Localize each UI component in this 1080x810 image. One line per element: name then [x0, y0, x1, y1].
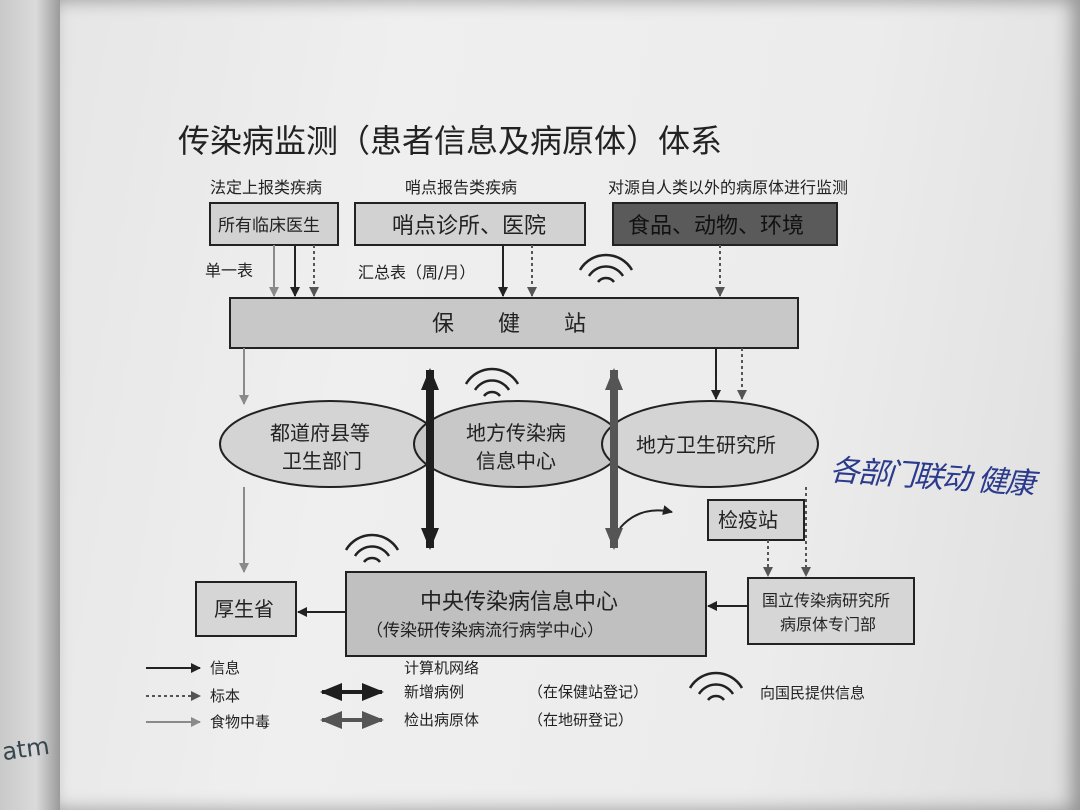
non-human-box: [612, 202, 838, 246]
local-info-line1: 地方传染病: [466, 421, 566, 445]
quarantine-box: [707, 499, 805, 541]
mhlw-label: 厚生省: [214, 597, 274, 621]
public-info-icon: [578, 253, 634, 283]
health-center-label: 保 健 站: [432, 312, 586, 337]
legend-pathogen-note: （在地研登记）: [528, 711, 633, 729]
quarantine-label: 检疫站: [718, 508, 778, 532]
local-info-line2: 信息中心: [476, 449, 556, 473]
legend-public: 向国民提供信息: [760, 684, 865, 702]
niid-box: [747, 577, 915, 645]
legend-new-cases: 新增病例: [404, 683, 464, 701]
legend-info: 信息: [210, 659, 240, 677]
diagram-title: 传染病监测（患者信息及病原体）体系: [178, 122, 722, 160]
public-info-icon: [344, 533, 400, 563]
niid-line2: 病原体专门部: [780, 615, 876, 634]
legend: 信息 标本 食物中毒 计算机网络 新增病例 （在保健站登记） 检出病原体 （在地…: [146, 659, 865, 731]
notifiable-heading: 法定上报类疾病: [210, 178, 322, 197]
legend-broadcast-icon: [688, 671, 744, 701]
previous-page-edge: atm: [0, 0, 60, 810]
legend-food-poisoning: 食物中毒: [210, 713, 270, 731]
public-info-icon: [464, 367, 520, 397]
sentinel-heading: 哨点报告类疾病: [405, 178, 517, 197]
central-center-subtitle: （传染研传染病流行病学中心）: [366, 621, 604, 641]
local-institute-oval: [601, 400, 819, 488]
prefecture-line1: 都道府县等: [270, 421, 370, 445]
legend-network: 计算机网络: [404, 659, 479, 677]
single-form-label: 单一表: [205, 261, 253, 280]
sentinel-label: 哨点诊所、医院: [392, 214, 546, 239]
summary-form-label: 汇总表（周/月）: [358, 263, 475, 282]
non-human-label: 食品、动物、环境: [628, 214, 804, 239]
legend-pathogen: 检出病原体: [404, 711, 479, 729]
mhlw-box: [195, 581, 297, 637]
niid-line1: 国立传染病研究所: [762, 591, 890, 610]
prefecture-line2: 卫生部门: [282, 449, 362, 473]
central-center-title: 中央传染病信息中心: [420, 590, 618, 615]
non-human-heading: 对源自人类以外的病原体进行监测: [608, 178, 848, 197]
book-page: [60, 0, 1080, 810]
sentinel-box: [354, 202, 586, 246]
legend-new-cases-note: （在保健站登记）: [528, 683, 648, 701]
central-center-box: [345, 571, 707, 657]
clinicians-label: 所有临床医生: [218, 216, 320, 236]
legend-specimen: 标本: [210, 687, 240, 705]
health-center-box: [229, 297, 799, 349]
local-institute-label: 地方卫生研究所: [636, 433, 776, 457]
